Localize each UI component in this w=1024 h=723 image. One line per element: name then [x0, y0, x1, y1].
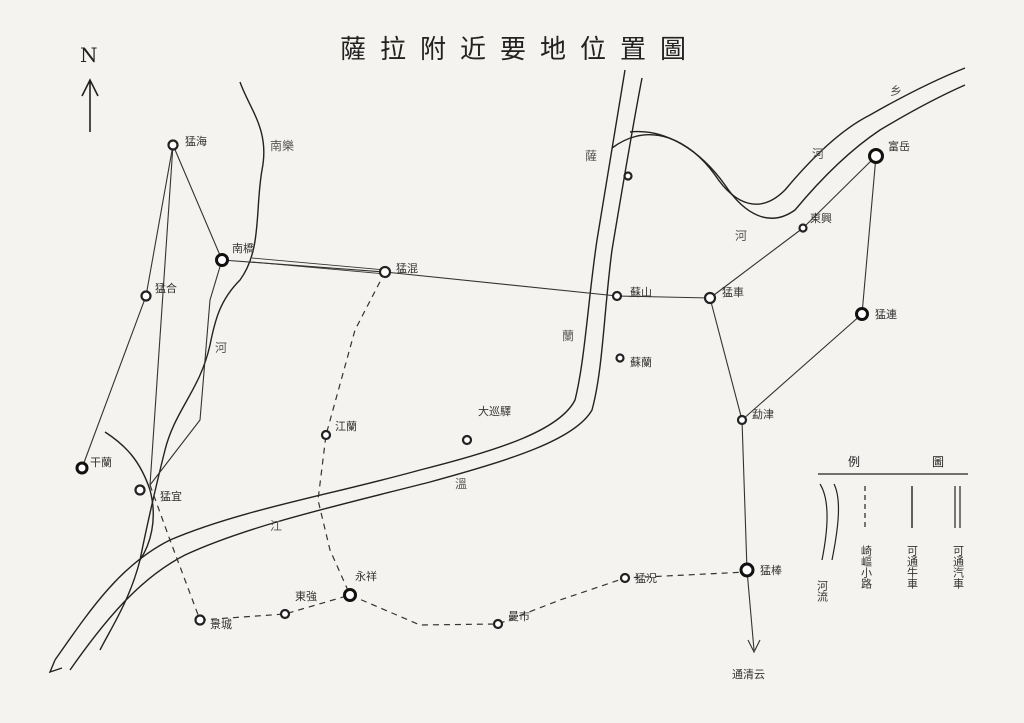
trail-menghun-jinlan	[317, 271, 386, 596]
label-mengjin: 勐津	[752, 408, 774, 421]
legend-label-trail: 崎嶇小路	[860, 544, 873, 590]
legend-label-car: 可通汽車	[952, 545, 965, 590]
label-menghai: 猛海	[185, 134, 207, 148]
label-fuhe: 富岳	[888, 139, 910, 153]
label-nanqiao: 南橋	[232, 241, 254, 255]
label-fulan: 蘇蘭	[630, 356, 652, 369]
label-dagangyi: 大巡驛	[478, 404, 511, 418]
town-mengyi	[134, 484, 146, 496]
label-mengche: 猛車	[722, 285, 744, 299]
north-arrow-icon	[81, 78, 99, 132]
town-fushan	[611, 290, 623, 302]
place-labels: 猛海 南橋 猛合 猛混 蘇山 蘇蘭 猛車 東興 富岳 猛連 勐津 大巡驛 江蘭 …	[90, 134, 910, 681]
river-label-fuyu-2: 蘭	[562, 329, 574, 343]
town-menghe	[140, 290, 152, 302]
town-mengkuang	[619, 572, 631, 584]
river-label-fuyu-3: 溫	[455, 477, 467, 491]
road-menghe-jinlan	[149, 259, 223, 486]
trail-south-loop	[199, 571, 748, 626]
label-jiangcheng: 景城	[210, 618, 232, 631]
town-ganlan	[75, 461, 89, 475]
road-menghai-nanqiao	[172, 144, 223, 261]
label-ganlan: 干蘭	[90, 456, 112, 469]
town-jinlan	[320, 429, 332, 441]
road-mengche-dongxing	[709, 227, 804, 299]
town-menglian	[855, 307, 869, 321]
towns	[75, 139, 884, 630]
label-mengjin-south: 猛棒	[760, 563, 782, 577]
label-dongqiang: 東強	[295, 590, 317, 603]
label-mengyi: 猛宜	[160, 489, 182, 503]
north-label: N	[80, 43, 98, 67]
road-menghai-south	[149, 144, 174, 486]
town-mengjin-south	[739, 562, 755, 578]
town-nanqiao	[215, 253, 229, 267]
legend-label-oxcart: 可通牛車	[906, 545, 919, 590]
legend-label-river: 河流	[816, 580, 829, 602]
road-destination	[746, 569, 755, 651]
legend-heading-left: 例	[848, 455, 860, 469]
town-fulan	[615, 353, 625, 363]
river-label-nanle-2: 河	[215, 341, 227, 355]
map-title: 薩拉附近要地位置圖	[340, 35, 700, 65]
label-menglian: 猛連	[875, 307, 897, 321]
river-label-nanle: 南樂	[270, 138, 294, 153]
river-label-fuyu-4: 江	[270, 519, 282, 533]
river-label-ne-2: 河	[812, 147, 824, 161]
town-mengjin	[736, 414, 748, 426]
car-road-1	[251, 257, 386, 271]
legend-river-icon	[819, 483, 828, 561]
label-fushan: 蘇山	[630, 286, 652, 299]
main-river-east-bank	[69, 77, 643, 671]
label-mengkuang: 猛况	[635, 572, 657, 585]
ne-river-bank-2	[629, 84, 966, 219]
car-road-2	[251, 261, 386, 275]
label-destination: 通清云	[732, 668, 765, 681]
legend-heading-right: 圖	[932, 455, 944, 469]
road-nanqiao-fulan	[221, 259, 711, 299]
label-yongxiang: 永祥	[355, 569, 377, 583]
town-fuhe	[868, 148, 884, 164]
legend: 例 圖 河流 崎嶇小路 可通牛車 可通汽車	[816, 455, 968, 602]
nanle-river-branch	[104, 431, 154, 561]
road-menghai-ganlan	[81, 144, 174, 469]
river-label-fuyu-1: 薩	[585, 149, 597, 163]
trail-ganlan	[149, 484, 201, 621]
label-jinlan: 江蘭	[335, 420, 357, 433]
road-mengche-mengjin	[709, 297, 748, 571]
road-dongxing-fuhe	[802, 155, 877, 229]
river-label-ne-3: 河	[735, 229, 747, 243]
town-manshi	[492, 618, 504, 630]
town-dagangyi	[461, 434, 473, 446]
town-jiangcheng	[194, 614, 206, 626]
road-fuhe-south	[741, 155, 877, 421]
river-mouth-arrow	[48, 659, 63, 674]
label-menghe: 猛合	[155, 281, 177, 295]
town-yijing	[623, 171, 633, 181]
river-label-ne-1: 乡	[890, 84, 902, 98]
main-river-west-bank	[54, 69, 626, 661]
river-labels: 南樂 河 薩 蘭 溫 江 乡 河 河	[215, 84, 902, 533]
label-dongxing: 東興	[810, 212, 832, 225]
town-dongxing	[798, 223, 808, 233]
north-arrow: N	[80, 43, 99, 132]
town-yongxiang	[343, 588, 357, 602]
town-dongqiang	[279, 608, 291, 620]
town-menghun	[378, 265, 392, 279]
label-menghun: 猛混	[396, 262, 418, 275]
town-mengche	[703, 291, 717, 305]
label-manshi: 曼市	[508, 609, 530, 623]
roads	[81, 144, 877, 654]
road-destination-arrow	[747, 639, 761, 654]
town-menghai	[167, 139, 179, 151]
rivers	[48, 67, 966, 674]
